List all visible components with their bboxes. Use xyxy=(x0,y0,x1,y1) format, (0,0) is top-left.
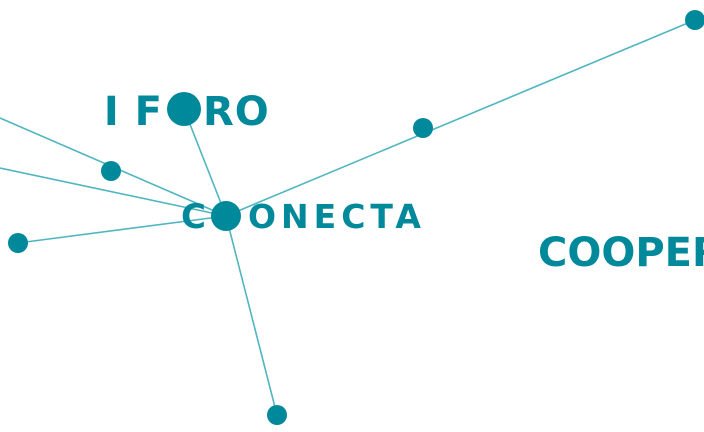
node-left xyxy=(8,233,28,253)
logo-foro-suffix: RO xyxy=(203,89,270,135)
logo-line-foro: I F RO xyxy=(104,89,270,135)
node-conecta-center xyxy=(211,201,241,231)
node-foro-center xyxy=(167,92,201,126)
line-to-top-right-node xyxy=(225,19,696,217)
logo-line-conecta: C ONECTA xyxy=(181,197,426,237)
node-top-right xyxy=(685,10,704,30)
node-left-upper xyxy=(101,161,121,181)
logo-foro-prefix: I F xyxy=(104,89,163,135)
line-to-left-middle xyxy=(0,167,227,217)
logo-conecta-suffix: ONECTA xyxy=(248,197,426,236)
node-upper-middle xyxy=(413,118,433,138)
line-to-bottom-node xyxy=(225,215,278,416)
node-bottom xyxy=(267,405,287,425)
logo-cooper-text: COOPER xyxy=(538,230,704,276)
logo-conecta-prefix: C xyxy=(181,197,206,237)
network-nodes xyxy=(8,10,704,425)
line-to-left-node xyxy=(17,215,227,244)
line-to-foro-node xyxy=(183,108,227,217)
